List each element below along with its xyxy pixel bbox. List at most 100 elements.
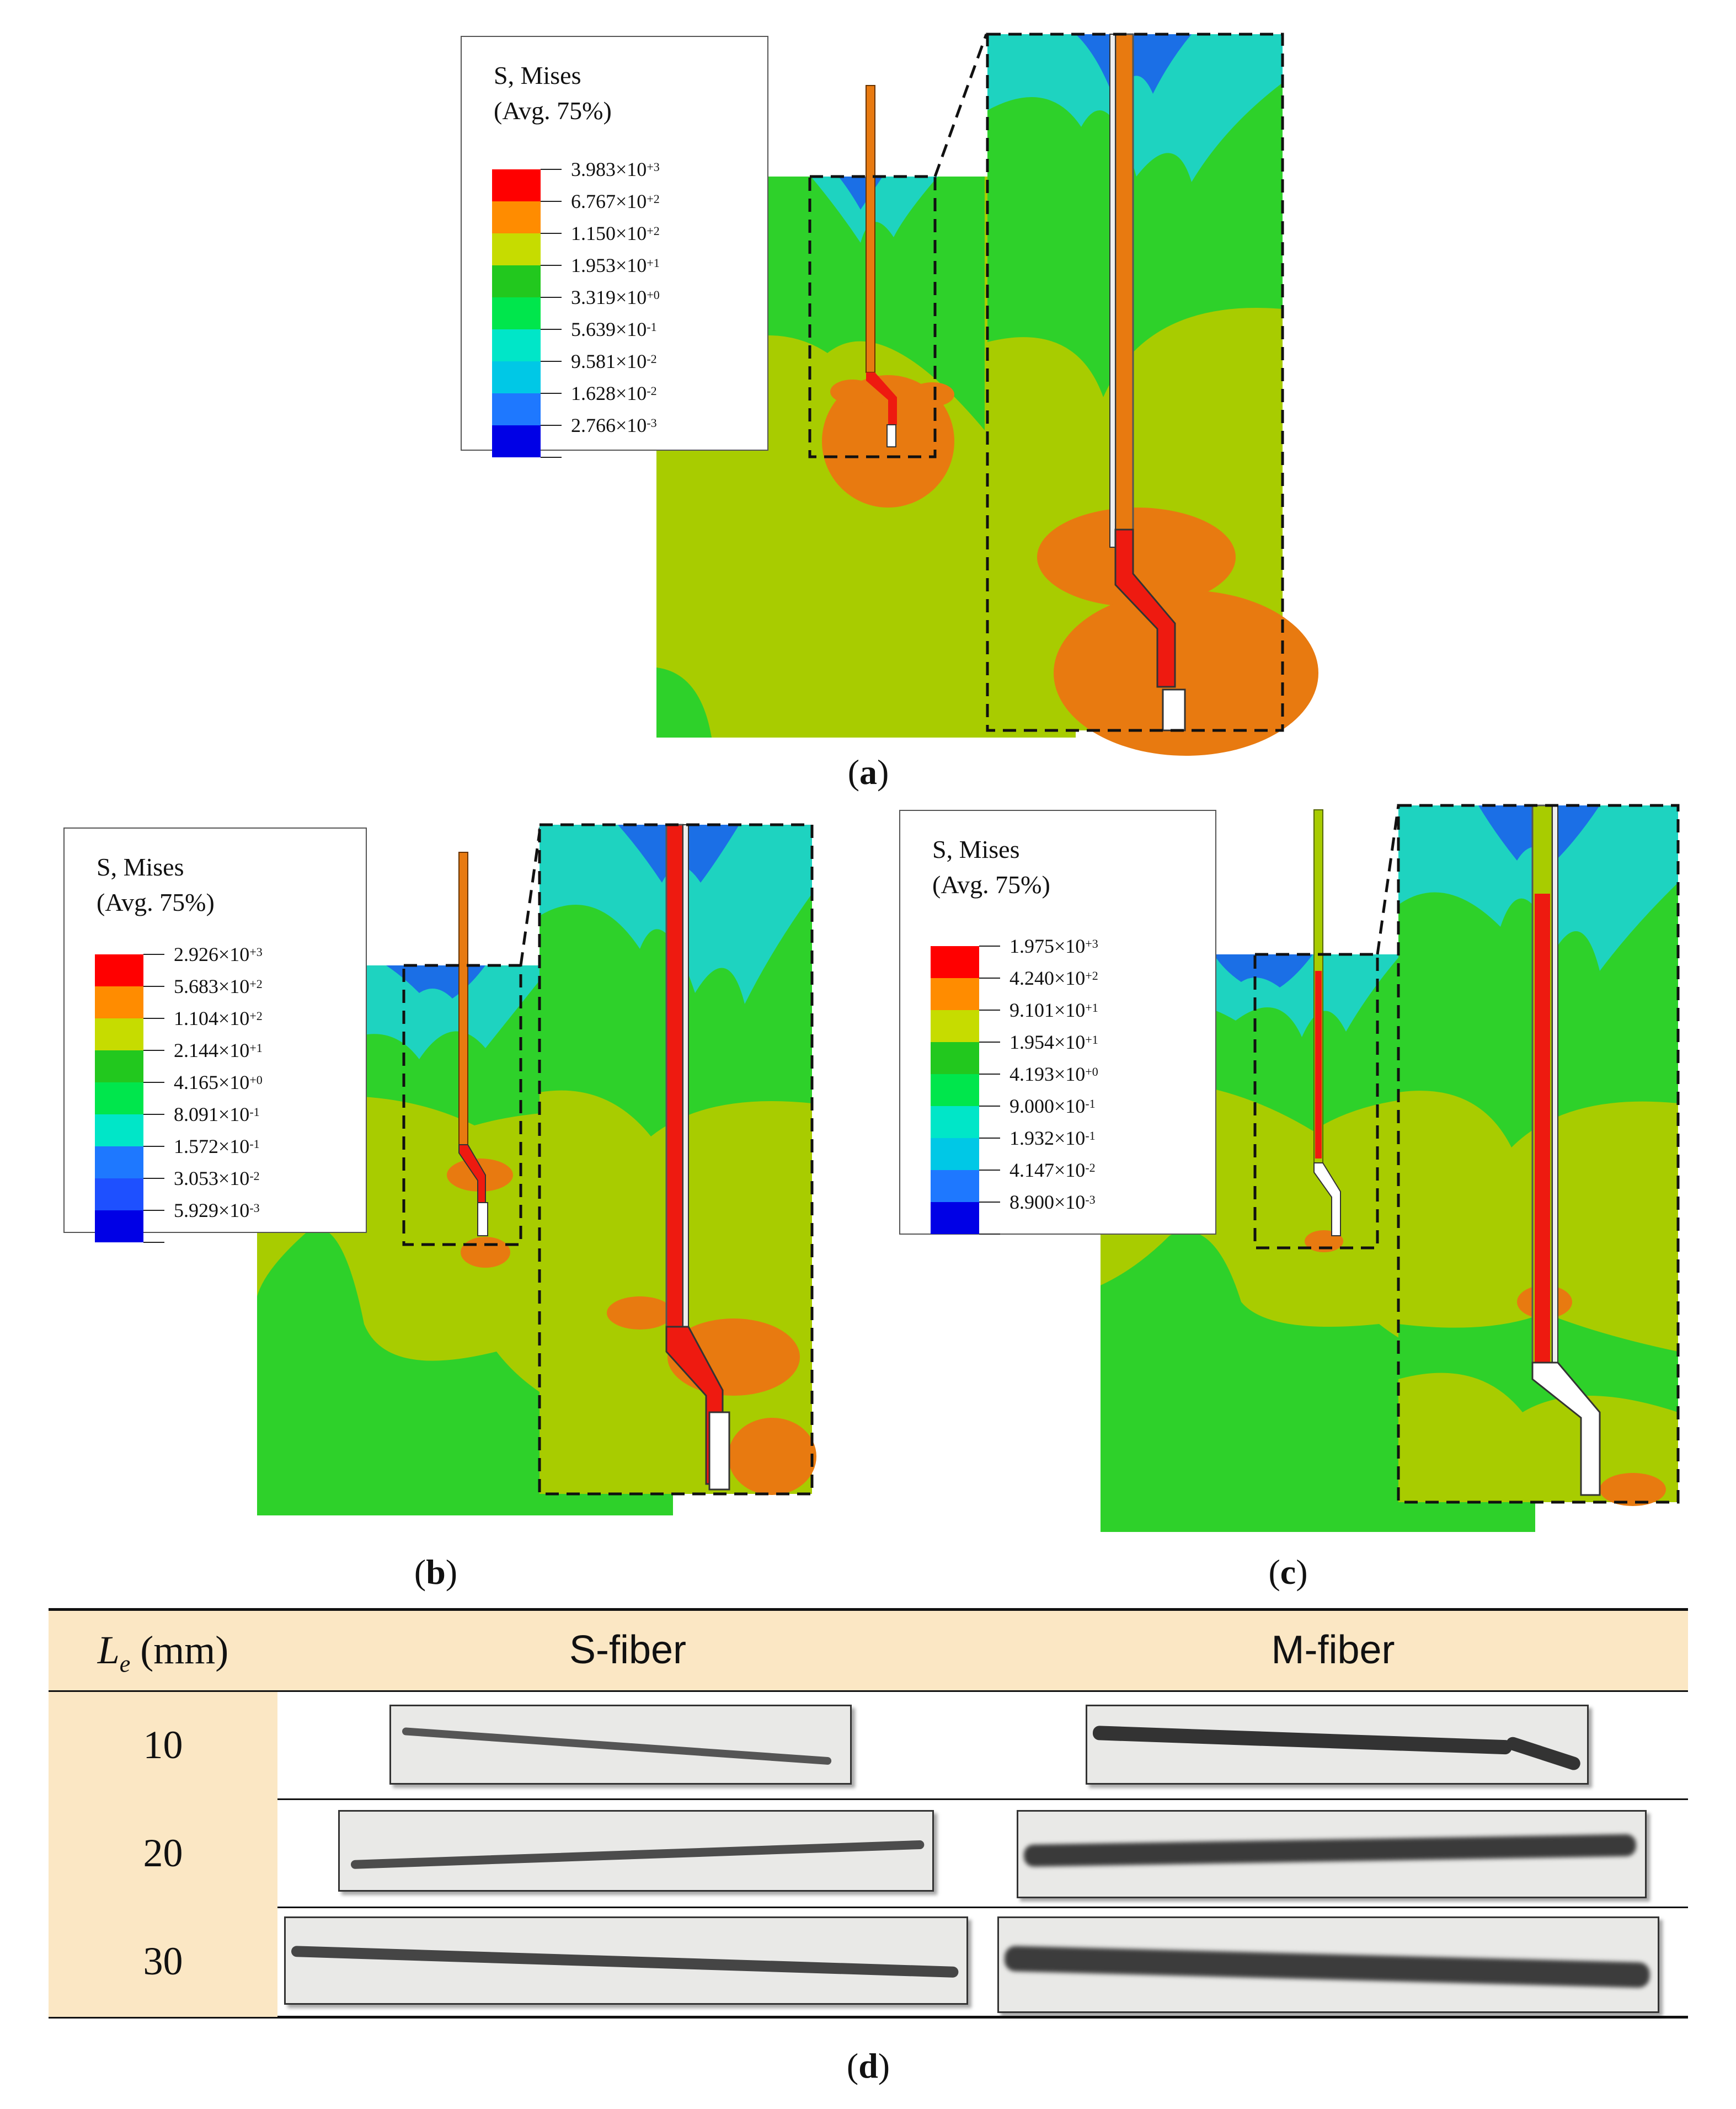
legend-value: 1.932×10-1 bbox=[1009, 1127, 1096, 1149]
legend-tick bbox=[541, 201, 562, 202]
legend-swatch bbox=[492, 393, 541, 425]
zoom-view bbox=[986, 33, 1318, 756]
legend-value: 2.144×10+1 bbox=[174, 1039, 263, 1061]
table-row: 10 bbox=[49, 1692, 1688, 1800]
legend-value: 3.319×10+0 bbox=[571, 286, 660, 308]
panel-c-contour bbox=[1101, 804, 1680, 1532]
legend-tick bbox=[979, 1074, 1000, 1075]
legend-tick bbox=[541, 457, 562, 458]
legend-swatch bbox=[931, 946, 979, 978]
legend-title: S, Mises bbox=[494, 61, 581, 89]
header-s-fiber: S-fiber bbox=[569, 1628, 687, 1672]
legend-tick bbox=[143, 1114, 164, 1115]
legend-subtitle: (Avg. 75%) bbox=[932, 871, 1050, 899]
legend-value: 1.150×10+2 bbox=[571, 222, 660, 244]
legend-tick bbox=[541, 265, 562, 266]
fiber-table: Le (mm) S-fiber M-fiber 10 20 30 bbox=[49, 1608, 1688, 2019]
legend-tick bbox=[541, 297, 562, 298]
legend-swatch bbox=[931, 1138, 979, 1170]
table-row: 30 bbox=[49, 1908, 1688, 2019]
zoom-view bbox=[538, 823, 816, 1496]
legend-title: S, Mises bbox=[97, 853, 184, 881]
legend-swatch bbox=[492, 329, 541, 361]
legend-tick bbox=[541, 329, 562, 330]
legend-value: 1.953×10+1 bbox=[571, 254, 660, 276]
legend-tick bbox=[541, 393, 562, 394]
legend-swatch bbox=[931, 1202, 979, 1234]
legend-value: 4.193×10+0 bbox=[1009, 1063, 1098, 1085]
legend-swatch bbox=[931, 1074, 979, 1106]
legend-swatch bbox=[95, 1018, 143, 1050]
m-fiber-photo bbox=[1086, 1705, 1589, 1785]
legend-swatch bbox=[931, 1042, 979, 1074]
legend-swatch bbox=[95, 986, 143, 1018]
legend-swatch bbox=[492, 265, 541, 297]
header-le: Le (mm) bbox=[97, 1628, 229, 1678]
legend-value: 9.000×10-1 bbox=[1009, 1095, 1096, 1117]
legend-value: 1.628×10-2 bbox=[571, 382, 657, 404]
panel-a-contour bbox=[656, 33, 1318, 756]
row-label-bg bbox=[49, 1800, 277, 1908]
s-fiber-photo bbox=[389, 1705, 852, 1785]
legend-value: 2.926×10+3 bbox=[174, 943, 263, 965]
legend-value: 4.165×10+0 bbox=[174, 1071, 263, 1093]
legend-value: 3.053×10-2 bbox=[174, 1167, 260, 1189]
legend-tick bbox=[979, 1042, 1000, 1043]
zoom-view bbox=[1397, 804, 1680, 1506]
caption-a: (a) bbox=[847, 752, 889, 792]
legend-swatch bbox=[931, 1170, 979, 1202]
zoom-box bbox=[808, 175, 937, 458]
row-le-value: 20 bbox=[143, 1831, 183, 1875]
legend-value: 9.581×10-2 bbox=[571, 350, 657, 372]
row-le-value: 10 bbox=[143, 1723, 183, 1767]
caption-b: (b) bbox=[414, 1552, 458, 1592]
legend-swatch bbox=[95, 1050, 143, 1082]
row-label-bg bbox=[49, 1908, 277, 2017]
m-fiber-photo bbox=[1017, 1810, 1647, 1898]
legend-tick bbox=[143, 986, 164, 987]
legend-value: 1.572×10-1 bbox=[174, 1135, 260, 1157]
legend-swatch bbox=[492, 425, 541, 457]
legend-swatch bbox=[931, 1106, 979, 1138]
legend-value: 4.240×10+2 bbox=[1009, 967, 1098, 989]
header-m-fiber: M-fiber bbox=[1271, 1628, 1395, 1672]
zoom-box bbox=[402, 964, 522, 1246]
legend-swatch bbox=[95, 1178, 143, 1210]
legend-swatch bbox=[95, 1146, 143, 1178]
legend-value: 8.900×10-3 bbox=[1009, 1191, 1096, 1213]
legend-tick bbox=[541, 169, 562, 170]
legend-swatch bbox=[492, 297, 541, 329]
legend-value: 3.983×10+3 bbox=[571, 158, 660, 180]
caption-d: (d) bbox=[846, 2046, 890, 2085]
legend-tick bbox=[541, 425, 562, 426]
legend-tick bbox=[143, 1018, 164, 1019]
legend-tick bbox=[979, 1234, 1000, 1235]
legend-swatch bbox=[95, 1210, 143, 1242]
legend-value: 1.104×10+2 bbox=[174, 1007, 263, 1029]
legend-value: 1.954×10+1 bbox=[1009, 1031, 1098, 1053]
legend-tick bbox=[143, 1082, 164, 1083]
legend-swatch bbox=[492, 233, 541, 265]
legend-value: 9.101×10+1 bbox=[1009, 999, 1098, 1021]
legend-swatch bbox=[931, 978, 979, 1010]
m-fiber-photo bbox=[997, 1916, 1659, 2013]
legend-tick bbox=[979, 1106, 1000, 1107]
table-header: Le (mm) S-fiber M-fiber bbox=[49, 1608, 1688, 1692]
legend-tick bbox=[979, 1170, 1000, 1171]
row-label-bg bbox=[49, 1692, 277, 1800]
legend-tick bbox=[541, 361, 562, 362]
legend-tick bbox=[143, 1050, 164, 1051]
row-le-value: 30 bbox=[143, 1939, 183, 1983]
legend-value: 6.767×10+2 bbox=[571, 190, 660, 212]
s-fiber-photo bbox=[284, 1916, 968, 2005]
legend-swatch bbox=[492, 361, 541, 393]
legend-value: 5.683×10+2 bbox=[174, 975, 263, 997]
legend-swatch bbox=[492, 169, 541, 201]
caption-c: (c) bbox=[1268, 1552, 1308, 1592]
legend-tick bbox=[143, 954, 164, 955]
legend-value: 8.091×10-1 bbox=[174, 1103, 260, 1125]
legend-swatch bbox=[95, 1114, 143, 1146]
